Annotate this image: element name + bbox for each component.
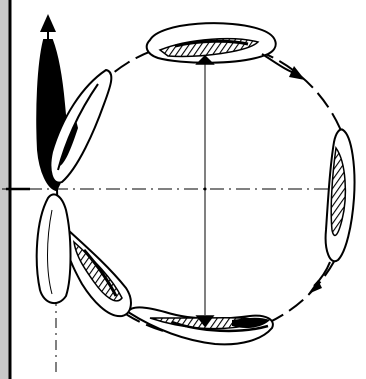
blade-at-wall <box>37 194 71 303</box>
blade-top <box>147 23 297 74</box>
blade-lower-left <box>66 230 131 316</box>
arrow-up <box>40 14 56 32</box>
centre-point <box>204 188 207 191</box>
